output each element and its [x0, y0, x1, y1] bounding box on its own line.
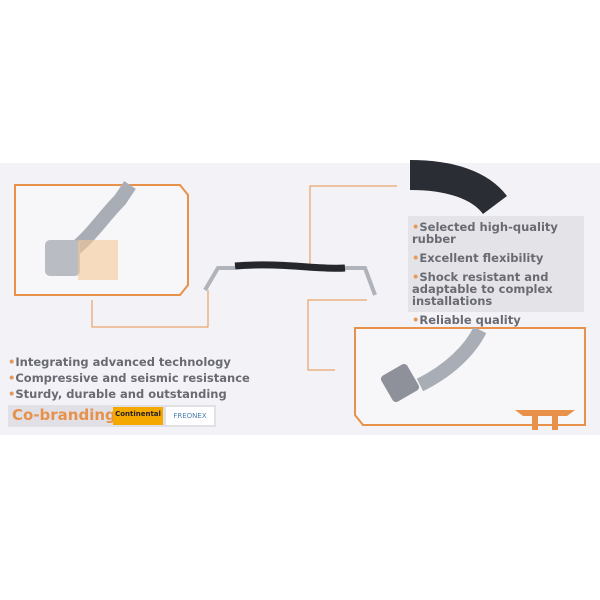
- tube-detail-left: [45, 181, 136, 280]
- feature-item: •Integrating advanced technology: [8, 355, 231, 369]
- tube-detail-right: [380, 326, 487, 403]
- cobranding-bar: Co-branding: Continental FREONEX: [8, 405, 216, 427]
- right-feature-list: •Selected high-quality rubber •Excellent…: [408, 216, 584, 326]
- feature-item: •Compressive and seismic resistance: [8, 371, 250, 385]
- feature-item: •Selected high-quality rubber: [412, 220, 558, 246]
- continental-logo: Continental: [113, 407, 163, 425]
- hose-assembly: [203, 261, 377, 296]
- connector-lines: [91, 185, 397, 371]
- left-feature-list: •Integrating advanced technology •Compre…: [8, 354, 250, 402]
- feature-item: •Shock resistant and adaptable to comple…: [412, 270, 553, 308]
- feature-item: •Sturdy, durable and outstanding: [8, 387, 227, 401]
- cobranding-label: Co-branding:: [12, 406, 122, 424]
- rubber-hose-sample: [409, 160, 507, 215]
- freonex-logo: FREONEX: [166, 407, 214, 425]
- ff-logo-icon: [515, 410, 575, 430]
- feature-item: •Reliable quality: [412, 313, 521, 327]
- bottom-right-detail-frame: [354, 327, 586, 426]
- feature-item: •Excellent flexibility: [412, 251, 544, 265]
